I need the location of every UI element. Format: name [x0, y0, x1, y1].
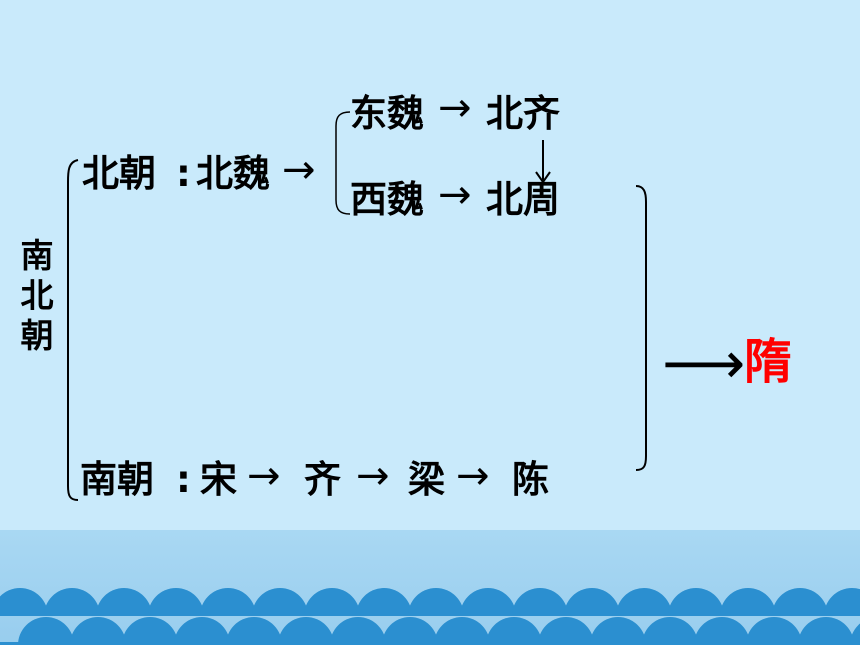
south-liang: 梁	[408, 458, 445, 501]
north-start: 北魏	[196, 152, 270, 195]
wave-bump	[408, 588, 464, 616]
wave-bump	[798, 617, 854, 645]
north-label: 北朝	[82, 152, 156, 195]
wave-bump	[252, 588, 308, 616]
arrow-icon: →	[356, 453, 390, 499]
result-bracket	[635, 185, 647, 471]
wave-bump	[512, 588, 568, 616]
wave-bump	[434, 617, 490, 645]
wave-bump	[18, 617, 74, 645]
wave-bump	[642, 617, 698, 645]
wave-pattern	[0, 588, 860, 645]
east-wei: 东魏	[350, 92, 424, 135]
west-wei: 西魏	[350, 178, 424, 221]
wave-bump	[538, 617, 594, 645]
south-colon: :	[176, 458, 191, 501]
wave-band	[0, 530, 860, 645]
wave-bump	[122, 617, 178, 645]
south-label: 南朝	[80, 458, 154, 501]
north-colon: :	[176, 152, 191, 195]
arrow-icon: →	[438, 85, 472, 131]
wave-bump	[850, 623, 860, 645]
wave-bump	[226, 617, 282, 645]
wave-bump	[694, 617, 750, 645]
north-zhou: 北周	[486, 178, 560, 221]
arrow-icon: →	[247, 453, 281, 499]
wave-bump	[720, 588, 776, 616]
wave-bump	[356, 588, 412, 616]
root-label: 南北朝	[20, 236, 54, 355]
wave-bump	[772, 588, 828, 616]
wave-bump	[96, 588, 152, 616]
qi-to-zhou-arrow-head	[535, 171, 551, 184]
south-song: 宋	[200, 458, 237, 501]
arrow-icon: →	[282, 147, 316, 193]
arrow-icon: →	[456, 453, 490, 499]
wave-bump	[304, 588, 360, 616]
wave-bump	[616, 588, 672, 616]
wave-base	[0, 642, 860, 645]
arrow-icon: →	[438, 172, 472, 218]
south-chen: 陈	[512, 458, 549, 501]
wave-bump	[278, 617, 334, 645]
long-arrow-icon: ⟶	[662, 329, 746, 397]
north-qi: 北齐	[486, 92, 560, 135]
wave-bump	[668, 588, 724, 616]
root-brace	[67, 159, 79, 501]
wave-bump	[330, 617, 386, 645]
wave-bump	[70, 617, 126, 645]
wave-bump	[564, 588, 620, 616]
north-branch-brace	[335, 111, 351, 215]
south-qi: 齐	[304, 458, 341, 501]
wave-bump	[460, 588, 516, 616]
wave-bump	[174, 617, 230, 645]
result-sui: 隋	[744, 334, 793, 390]
wave-bump	[200, 588, 256, 616]
wave-bump	[746, 617, 802, 645]
wave-bump	[486, 617, 542, 645]
wave-bump	[44, 588, 100, 616]
wave-bump	[382, 617, 438, 645]
wave-bump	[148, 588, 204, 616]
wave-bump	[0, 588, 48, 616]
wave-bump	[824, 588, 860, 616]
wave-bump	[590, 617, 646, 645]
